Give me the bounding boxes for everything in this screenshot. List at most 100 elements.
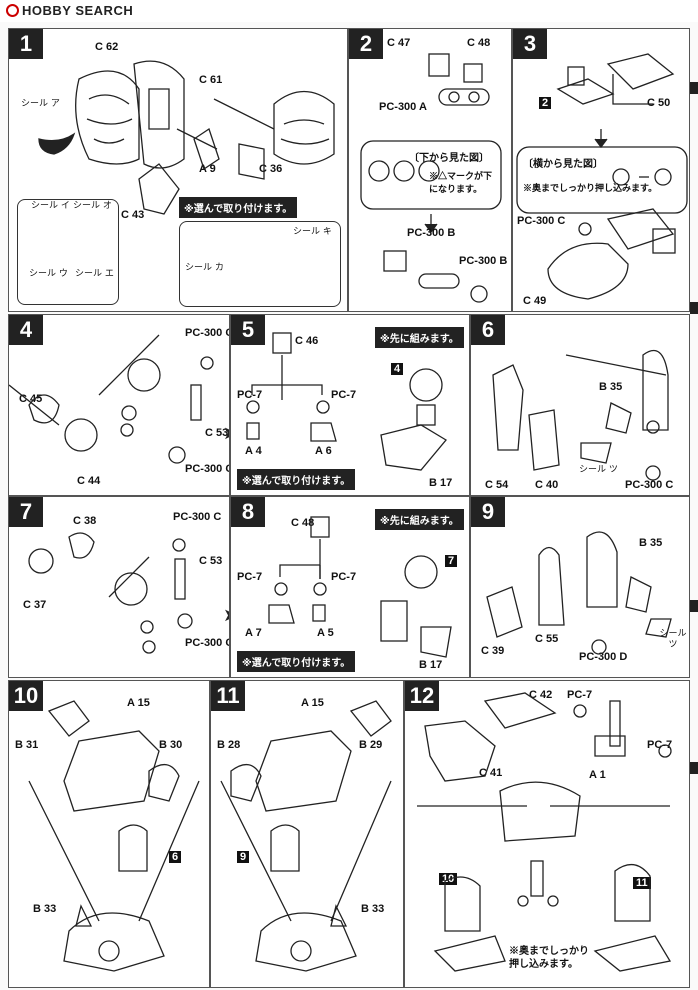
part-label: C 40 bbox=[535, 479, 559, 491]
ref-step-2: 2 bbox=[539, 97, 552, 109]
arrow-right-icon: ➤ bbox=[223, 423, 229, 444]
sticker-label: シール ツ bbox=[579, 465, 618, 475]
part-label: PC-300 A bbox=[379, 101, 427, 113]
part-label: B 28 bbox=[217, 739, 241, 751]
sticker-label: シール ウ bbox=[29, 269, 68, 279]
part-label: B 29 bbox=[359, 739, 383, 751]
part-label: B 17 bbox=[419, 659, 443, 671]
step-number: 4 bbox=[9, 315, 43, 345]
logo-text: HOBBY SEARCH bbox=[22, 3, 134, 18]
sticker-o: シール オ bbox=[73, 201, 112, 212]
step-number: 2 bbox=[349, 29, 383, 59]
part-label: A 15 bbox=[127, 697, 150, 709]
logo-circle-icon bbox=[6, 4, 19, 17]
step11-illustration bbox=[220, 700, 392, 972]
step-number: 6 bbox=[471, 315, 505, 345]
step-number: 7 bbox=[9, 497, 43, 527]
sticker-a: シール ア bbox=[21, 99, 60, 110]
step12-illustration bbox=[417, 692, 672, 972]
part-label: C 42 bbox=[529, 689, 553, 701]
part-label: B 31 bbox=[15, 739, 39, 751]
part-label: PC-300 C bbox=[185, 327, 230, 339]
sticker-ki: シール キ bbox=[293, 227, 332, 238]
part-label: C 45 bbox=[19, 393, 43, 405]
ref-step-9: 9 bbox=[237, 851, 250, 863]
part-label: PC-7 bbox=[567, 689, 593, 701]
choose-note: ※選んで取り付けます。 bbox=[237, 469, 356, 490]
step10-illustration bbox=[28, 700, 200, 972]
side-view-caption: 〔横から見た図〕 bbox=[523, 159, 603, 170]
sticker-label: シール カ bbox=[185, 263, 224, 273]
step-9-panel: 9 C 39 C 55 B 35 PC-300 D シール ツ bbox=[470, 496, 690, 678]
part-label: PC-300 B bbox=[407, 227, 456, 239]
step-number: 10 bbox=[9, 681, 43, 711]
push-note: ※奥までしっかり押し込みます。 bbox=[523, 183, 658, 193]
part-label: C 55 bbox=[535, 633, 559, 645]
step-number: 11 bbox=[211, 681, 245, 711]
part-label: PC-7 bbox=[647, 739, 673, 751]
sticker-u: シール ウ bbox=[29, 269, 68, 280]
part-label: PC-300 C bbox=[625, 479, 674, 491]
step7-illustration bbox=[28, 532, 193, 654]
step-3-panel: 3 2 C 50 〔横から見た図〕 ※奥までしっかり押し込みます。 PC-300… bbox=[512, 28, 690, 312]
part-label: C 44 bbox=[77, 475, 101, 487]
step-number: 9 bbox=[471, 497, 505, 527]
step-6-panel: 6 C 54 C 40 B 35 シール ツ PC-300 C bbox=[470, 314, 690, 496]
site-logo: HOBBY SEARCH bbox=[6, 3, 133, 18]
part-label: A 4 bbox=[245, 445, 262, 457]
sticker-label: シール イ bbox=[31, 201, 70, 211]
part-label: A 5 bbox=[317, 627, 334, 639]
page-edge-mark bbox=[690, 82, 698, 94]
part-label: PC-300 B bbox=[459, 255, 508, 267]
ref-step-7: 7 bbox=[445, 555, 458, 567]
part-label: PC-300 C bbox=[517, 215, 566, 227]
part-label: PC-300 C bbox=[185, 637, 230, 649]
arrow-right-icon: ➤ bbox=[223, 605, 229, 626]
part-label: C 46 bbox=[295, 335, 319, 347]
sticker-label: シール オ bbox=[73, 201, 112, 211]
step-number: 12 bbox=[405, 681, 439, 711]
step-10-panel: 10 A 15 B 31 B 30 6 B 33 bbox=[8, 680, 210, 988]
step4-illustration bbox=[9, 334, 214, 464]
step9-illustration bbox=[486, 531, 672, 655]
ref-step-4: 4 bbox=[391, 363, 404, 375]
step-1-panel: 1 C 62 C 61 C 36 C 43 A 9 シール ア シール イ シー… bbox=[8, 28, 348, 312]
part-label: C 36 bbox=[259, 163, 283, 175]
sticker-label: シール キ bbox=[293, 227, 332, 237]
part-label: C 61 bbox=[199, 74, 223, 86]
part-label: C 50 bbox=[647, 97, 671, 109]
part-label: B 35 bbox=[639, 537, 663, 549]
part-label: A 7 bbox=[245, 627, 262, 639]
step5-illustration bbox=[246, 332, 447, 471]
part-label: C 53 bbox=[205, 427, 229, 439]
step-number: 3 bbox=[513, 29, 547, 59]
step6-illustration bbox=[492, 349, 669, 481]
part-label: PC-300 C bbox=[173, 511, 222, 523]
bottom-view-caption: 〔下から見た図〕 bbox=[409, 153, 489, 164]
step-11-panel: 11 A 15 B 28 B 29 9 B 33 bbox=[210, 680, 404, 988]
sticker-ka: シール カ bbox=[185, 263, 224, 274]
page-edge-mark bbox=[690, 302, 698, 314]
part-label: C 53 bbox=[199, 555, 223, 567]
sticker-e: シール エ bbox=[75, 269, 114, 280]
ref-step-11: 11 bbox=[633, 877, 651, 889]
step-12-panel: 12 C 42 C 41 PC-7 PC-7 A 1 10 11 ※奥までしっか… bbox=[404, 680, 690, 988]
part-label: PC-7 bbox=[331, 389, 357, 401]
sticker-tsu: シール ツ bbox=[579, 465, 618, 476]
part-label: C 38 bbox=[73, 515, 97, 527]
part-label: PC-300 C bbox=[185, 463, 230, 475]
part-label: PC-7 bbox=[331, 571, 357, 583]
part-label: C 37 bbox=[23, 599, 47, 611]
step-7-panel: 7 C 38 C 37 PC-300 C C 53 PC-300 C ➤ bbox=[8, 496, 230, 678]
sticker-label: シール エ bbox=[75, 269, 114, 279]
step-number: 8 bbox=[231, 497, 265, 527]
sticker-tsu: シール ツ bbox=[657, 629, 689, 651]
part-label: C 48 bbox=[467, 37, 491, 49]
part-label: C 39 bbox=[481, 645, 505, 657]
assemble-first-note: ※先に組みます。 bbox=[375, 327, 464, 348]
mark-note: ※△マークが下になります。 bbox=[429, 171, 493, 194]
assemble-first-note: ※先に組みます。 bbox=[375, 509, 464, 530]
step-4-panel: 4 C 45 C 44 PC-300 C C 53 PC-300 C ➤ bbox=[8, 314, 230, 496]
sticker-detail-box bbox=[17, 199, 119, 305]
step-5-panel: 5 C 46 PC-7 PC-7 A 4 A 6 ※先に組みます。 4 B 17… bbox=[230, 314, 470, 496]
